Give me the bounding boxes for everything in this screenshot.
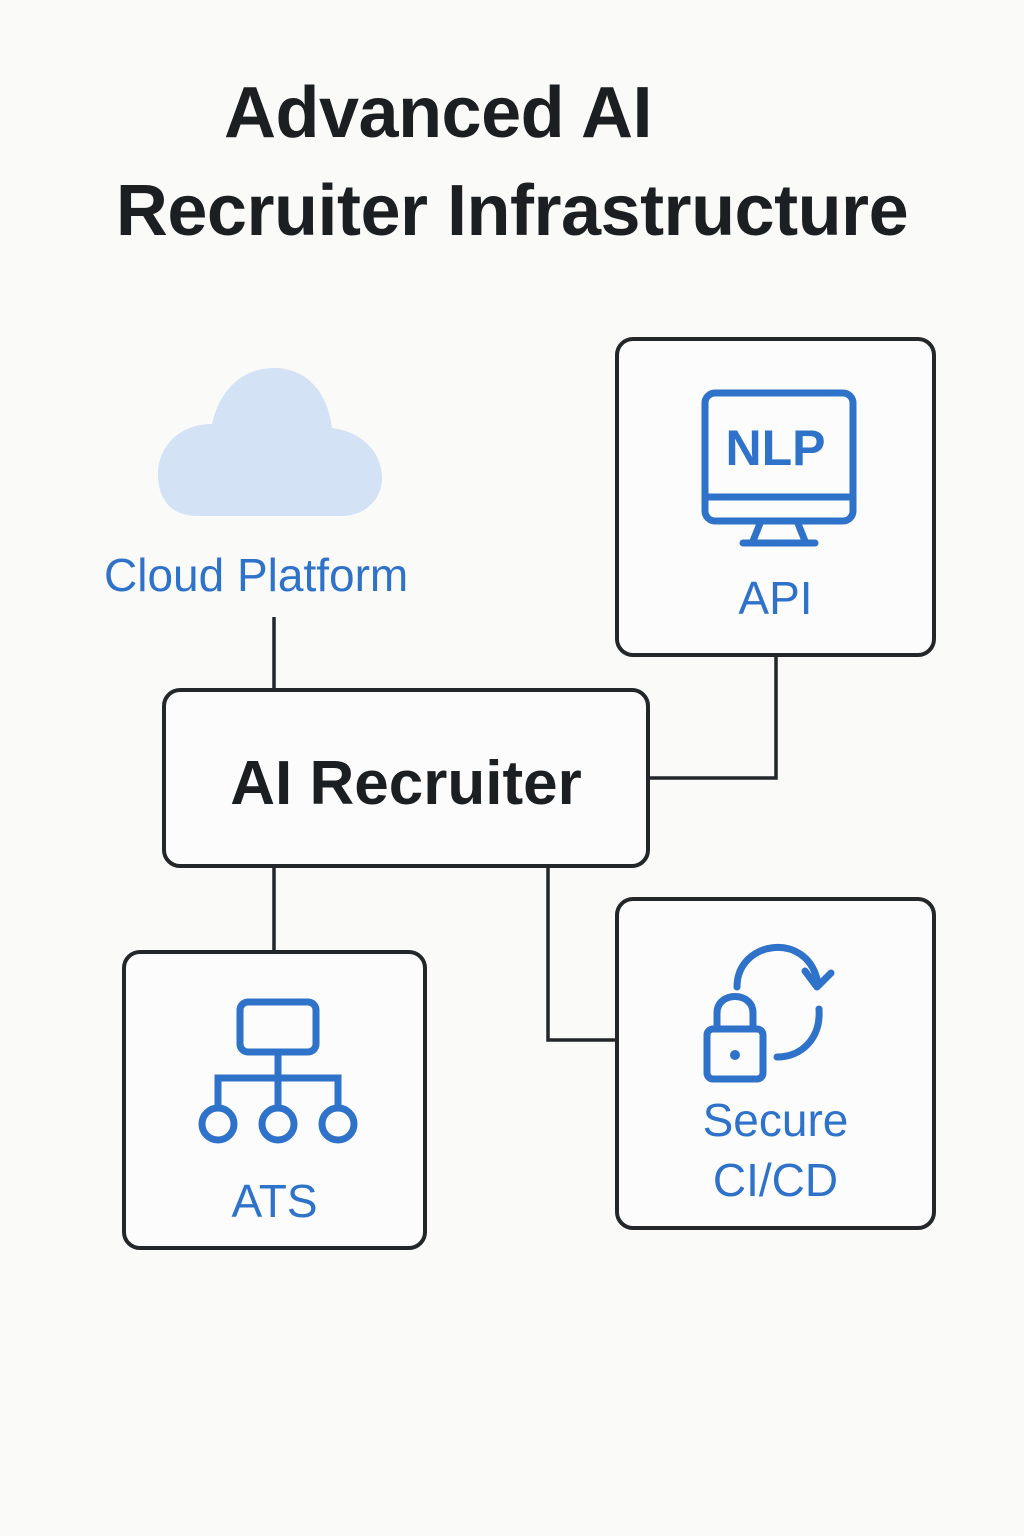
cicd-label: CI/CD: [712, 1154, 839, 1206]
nlp-icon-text: NLP: [725, 420, 826, 476]
api-label: API: [738, 572, 813, 624]
ai-recruiter-node[interactable]: AI Recruiter: [162, 688, 650, 868]
secure-label: Secure: [702, 1094, 849, 1146]
ats-label: ATS: [231, 1175, 318, 1227]
edge-api-core: [648, 655, 778, 780]
ai-recruiter-label: AI Recruiter: [230, 749, 582, 818]
ats-node[interactable]: ATS: [122, 950, 427, 1250]
edge-core-cicd: [546, 866, 618, 1042]
title-line-1: Advanced AI: [224, 73, 652, 153]
title-line-2: Recruiter Infrastructure: [115, 171, 909, 251]
cloud-platform-label: Cloud Platform: [104, 549, 409, 601]
monitor-icon: [701, 389, 857, 547]
api-node[interactable]: NLP API: [615, 337, 936, 657]
lock-cycle-icon: [703, 943, 835, 1083]
cloud-icon: [158, 368, 382, 516]
secure-cicd-node[interactable]: Secure CI/CD: [615, 897, 936, 1230]
hierarchy-icon: [198, 998, 358, 1144]
